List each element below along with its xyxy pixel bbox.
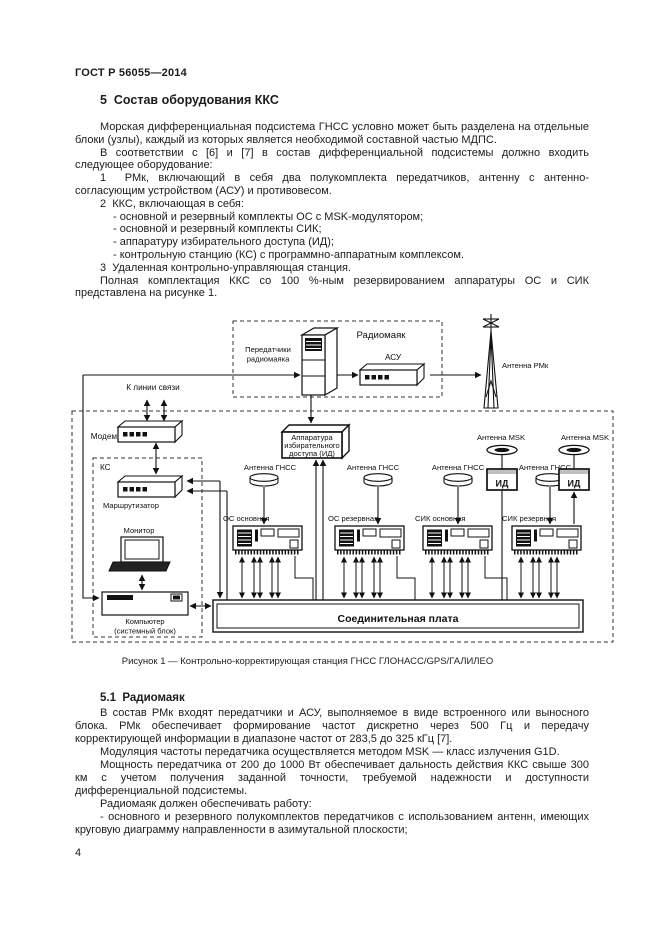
transmitters-label-2: радиомаяка <box>247 355 290 364</box>
paragraph: Мощность передатчика от 200 до 1000 Вт о… <box>75 759 593 797</box>
os-reserve-rack-icon <box>333 524 406 555</box>
id-access-unit <box>280 423 351 460</box>
transmitter-tower-icon <box>299 326 340 397</box>
sik-main-rack-icon <box>421 524 494 555</box>
os-reserve-label: ОС резервная <box>328 514 378 523</box>
ks-dashed-box <box>92 457 203 638</box>
list-subitem: - основной и резервный комплекты СИК; <box>113 223 322 236</box>
computer-label: Компьютер <box>125 617 164 626</box>
modem-box-icon <box>117 420 183 443</box>
modem-label: Модем <box>91 432 118 441</box>
page-header: ГОСТ Р 56055—2014 <box>75 67 187 79</box>
os-main-rack-icon <box>231 524 304 555</box>
laptop-icon <box>108 536 171 572</box>
antenna-gnss-label: Антенна ГНСС <box>347 463 400 472</box>
id-access-uplinks <box>312 459 327 600</box>
sik-reserve-rack-icon <box>510 524 583 555</box>
computer-icon <box>101 591 189 616</box>
section-51-heading: 5.1 Радиомаяк <box>100 692 185 704</box>
sik-reserve-label: СИК резервная <box>502 514 556 523</box>
gnss-antenna-icon <box>363 473 393 487</box>
section-heading: 5 Состав оборудования ККС <box>100 93 279 107</box>
gnss-antennas: Антенна ГНСС Антенна ГНСС Антенна ГНСС А… <box>244 463 572 525</box>
list-subitem: - основной и резервный комплекты ОС с MS… <box>113 210 424 223</box>
ks-label: КС <box>100 463 111 472</box>
gnss-antenna-icon <box>443 473 473 487</box>
id-access-label-3: доступа (ИД) <box>289 449 335 458</box>
section-51-body: 5.1 Радиомаяк В состав РМк входят переда… <box>75 692 589 837</box>
asu-box-icon <box>359 363 425 386</box>
router-links <box>186 477 228 600</box>
list-subitem: - контрольную станцию (КС) с программно-… <box>113 248 465 261</box>
paragraph: Модуляция частоты передатчика осуществля… <box>100 746 560 758</box>
kks-dashed-box <box>71 410 614 643</box>
antenna-msk-label: Антенна MSK <box>561 433 609 442</box>
paragraph: - основного и резервного полукомплектов … <box>75 811 593 836</box>
computer-label-2: (системный блок) <box>114 627 176 636</box>
paragraph: В соответствии с [6] и [7] в состав дифф… <box>75 146 593 172</box>
msk-antenna-icon <box>486 444 518 456</box>
antenna-rmk-label: Антенна РМк <box>502 361 549 370</box>
list-subitem: - аппаратуру избирательного доступа (ИД)… <box>113 236 334 249</box>
antenna-rmk-icon <box>482 314 500 409</box>
id-access-label-2: избирательного <box>284 441 340 450</box>
radiobeacon-dashed-box <box>232 320 443 398</box>
list-item: 3 Удаленная контрольно-управляющая станц… <box>100 261 352 274</box>
antenna-gnss-label: Антенна ГНСС <box>519 463 572 472</box>
paragraph: Полная комплектация ККС со 100 %-ным рез… <box>75 274 593 300</box>
antenna-gnss-label: Антенна ГНСС <box>244 463 297 472</box>
gnss-antenna-icon <box>249 473 279 487</box>
main-feed-lines <box>82 371 482 602</box>
paragraph: В состав РМк входят передатчики и АСУ, в… <box>75 707 593 745</box>
monitor-label: Монитор <box>124 526 155 535</box>
backplane-board <box>212 599 584 633</box>
list-item: 2 ККС, включающая в себя: <box>100 197 244 210</box>
paragraph: Морская дифференциальная подсистема ГНСС… <box>75 121 593 146</box>
id-access-label: Аппаратура <box>291 433 333 442</box>
id-box-label: ИД <box>496 479 509 489</box>
comm-line-label: К линии связи <box>126 383 179 392</box>
transmitters-label: Передатчики <box>245 345 291 354</box>
radiobeacon-title: Радиомаяк <box>356 330 406 341</box>
section-body: Морская дифференциальная подсистема ГНСС… <box>75 121 589 300</box>
os-main-label: ОС основная <box>223 514 270 523</box>
comm-line-arrows <box>143 399 168 422</box>
figure-caption: Рисунок 1 — Контрольно-корректирующая ст… <box>121 656 494 667</box>
sik-main-label: СИК основная <box>415 514 465 523</box>
asu-label: АСУ <box>385 353 402 362</box>
msk-antennas: Антенна MSK Антенна MSK ИД ИД <box>477 433 609 600</box>
router-label: Маршрутизатор <box>103 501 159 510</box>
router-box-icon <box>117 475 183 498</box>
rack-backplane-links <box>239 556 560 600</box>
list-item: 1 РМк, включающий в себя два полукомплек… <box>75 172 589 197</box>
antenna-gnss-label: Антенна ГНСС <box>432 463 485 472</box>
page-number: 4 <box>75 847 82 859</box>
id-box-label: ИД <box>568 479 581 489</box>
msk-antenna-icon <box>558 444 590 456</box>
paragraph: Радиомаяк должен обеспечивать работу: <box>100 798 312 810</box>
backplane-label: Соединительная плата <box>338 613 459 625</box>
antenna-msk-label: Антенна MSK <box>477 433 525 442</box>
